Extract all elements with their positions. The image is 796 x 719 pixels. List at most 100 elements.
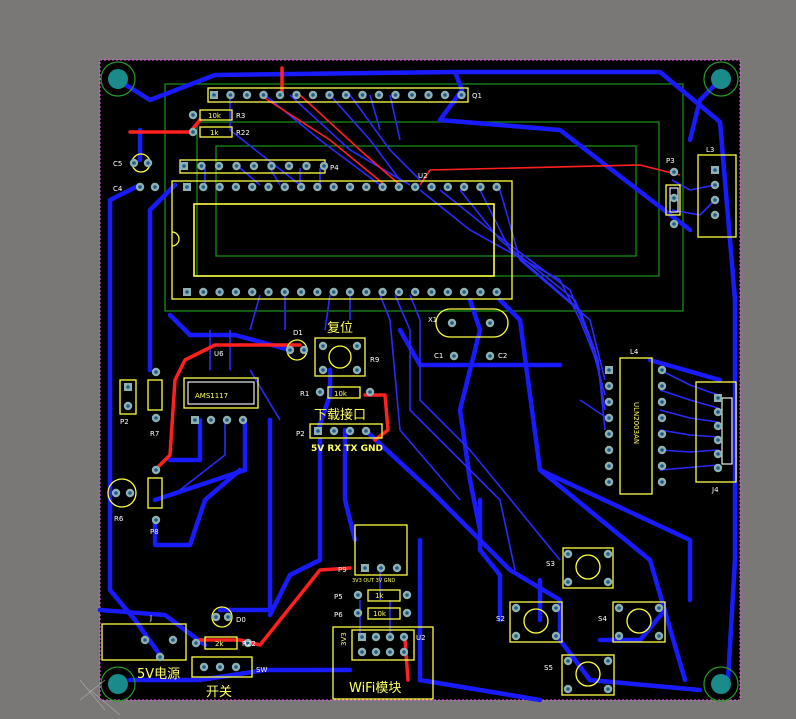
pad-hole [143,638,147,642]
pad-hole [146,161,150,165]
pad-hole [446,185,450,189]
label-reset: 复位 [327,321,353,336]
pad-hole [218,665,222,669]
pad-hole [716,410,720,414]
pad-hole [374,650,378,654]
pad-hole [402,635,406,639]
silkscreen [101,87,737,700]
value-l4: ULN2003AN [632,402,640,444]
pad-hole [266,185,271,189]
label-c4: C4 [113,185,123,193]
pad-hole [360,650,364,654]
pad-hole [380,185,385,189]
label-p8: P8 [150,528,159,536]
pad-hole [607,432,611,436]
pad-hole [716,396,720,400]
pad-hole [199,164,204,168]
pad-hole [716,438,720,442]
value-r22b: 2k [215,640,224,648]
label-u2-top: U2 [418,172,428,180]
pad-hole [672,196,676,200]
pad-hole [331,290,336,294]
pad-hole [114,491,118,495]
pad-hole [426,93,431,97]
pad-hole [322,164,326,168]
pad-hole [402,650,406,654]
label-s2: S2 [496,615,505,623]
pad-hole [660,480,664,484]
pad-hole [217,164,221,168]
pad-hole [287,164,291,168]
label-r9: R9 [370,356,379,364]
bottom-thin-traces [179,94,719,640]
pad-hole [321,368,325,372]
pad-hole [225,418,229,422]
mounting-holes [100,61,739,702]
label-u2: U2 [416,634,426,642]
label-u6: U6 [214,350,224,358]
pad-hole [185,290,189,294]
label-s5: S5 [544,664,553,672]
value-p5: 1k [375,592,384,600]
pad-hole [716,424,720,428]
pad-hole [379,566,383,570]
label-r7: R7 [150,430,159,438]
pad-hole [462,185,466,189]
label-r22b: R22 [242,640,256,648]
pad-hole [250,185,254,189]
pad-hole [299,185,303,189]
pad-hole [304,164,309,168]
pad-hole [657,634,661,638]
label-wifi-pin: 3V3 [340,632,348,646]
pad-hole [494,290,499,294]
pad-hole [713,183,717,187]
pad-hole [446,290,450,294]
pad-hole [452,354,456,358]
pad-hole [462,290,466,294]
pad-hole [252,164,256,168]
pad-hole [250,290,254,294]
pad-hole [153,185,157,189]
pad-hole [660,464,664,468]
pad-hole [234,164,239,168]
pad-hole [459,93,464,97]
label-p4: P4 [330,164,339,172]
pad-hole [478,185,483,189]
pad-hole [606,659,610,663]
pad-hole [660,416,664,420]
value-u6: AMS1117 [195,392,228,400]
pads [111,90,723,694]
label-switch: 开关 [206,685,232,700]
pad-hole [672,170,676,174]
pad-hole [514,606,518,610]
pad-hole [566,659,570,663]
pad-hole [234,185,238,189]
pad-hole [607,400,611,404]
labels: Q1 10k R3 1k R22 C5 C4 P4 U2 P3 L3 D1 复位… [113,92,719,700]
pad-hole [228,93,233,97]
pad-hole [554,606,558,610]
pad-hole [554,634,558,638]
value-p9pins: 3V3 OUT 3V GND [352,578,395,584]
pad-hole [261,93,266,97]
label-d1: D1 [293,329,303,337]
pad-hole [193,418,197,422]
pad-hole [660,448,664,452]
pad-hole [191,113,195,117]
pad-hole [660,384,664,388]
pad-hole [348,429,352,433]
pad-hole [315,185,320,189]
pad-hole [332,429,336,433]
label-c1: C1 [434,352,443,360]
label-l4: L4 [630,348,639,356]
pad-hole [443,93,447,97]
pad-hole [355,344,359,348]
pad-hole [321,344,325,348]
pad-hole [566,687,570,691]
pad-hole [299,290,303,294]
pad-hole [488,354,492,358]
pad-hole [380,290,385,294]
pad-hole [315,290,320,294]
pad-hole [388,635,392,639]
